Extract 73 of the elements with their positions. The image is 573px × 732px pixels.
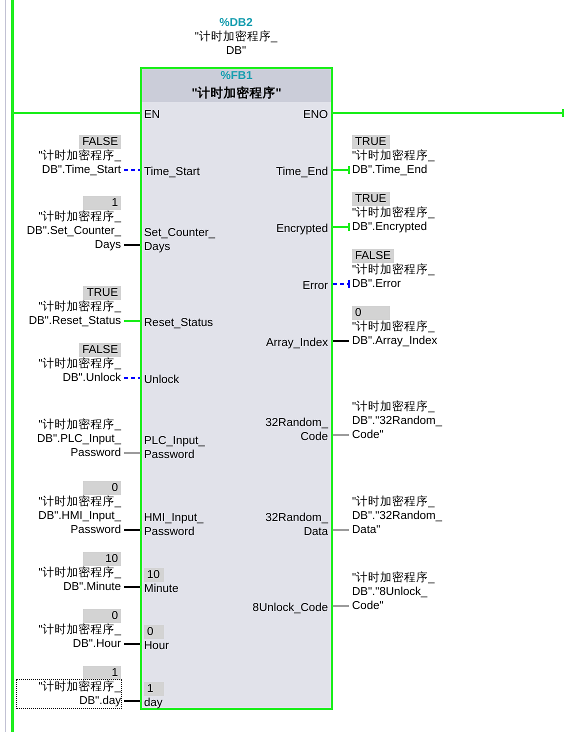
operand-label: "计时加密程序_DB".Encrypted: [352, 206, 436, 234]
default-value: 0: [144, 625, 164, 639]
connection-line: [333, 529, 349, 531]
operand-label: "计时加密程序_DB"."8Unlock_Code": [352, 571, 436, 613]
pin-label: Minute: [144, 582, 180, 596]
function-block: [140, 67, 333, 710]
connection-line: [124, 586, 140, 588]
connection-line: [124, 377, 140, 379]
pin-label: 32Random_Code: [244, 416, 328, 444]
operand-label: "计时加密程序_DB".HMI_Input_Password: [37, 495, 121, 537]
value-display: FALSE: [79, 343, 121, 357]
default-value: 10: [144, 568, 164, 582]
pin-label: Unlock: [144, 373, 228, 387]
value-display: 10: [83, 552, 121, 566]
connection-line: [333, 280, 350, 288]
pin-label: Time_End: [244, 165, 328, 179]
pin-label: Time_Start: [144, 165, 228, 179]
operand-label: "计时加密程序_DB".Set_Counter_Days: [26, 210, 121, 252]
operand-label: "计时加密程序_DB".Hour: [38, 623, 121, 651]
pin-label: PLC_Input_Password: [144, 434, 228, 462]
connection-line: [333, 340, 349, 342]
power-rail: [11, 0, 14, 732]
pin-label: day: [144, 696, 164, 710]
connection-line: [124, 700, 140, 702]
operand-label: "计时加密程序_DB".Unlock: [38, 357, 121, 385]
connection-line: [333, 605, 349, 607]
value-display: TRUE: [83, 286, 121, 300]
value-display: 0: [83, 609, 121, 623]
connection-line: [333, 166, 350, 174]
operand-label: "计时加密程序_DB".Reset_Status: [28, 300, 121, 328]
connection-line: [124, 320, 140, 322]
value-display: 0: [352, 306, 390, 320]
operand-label: "计时加密程序_DB"."32Random_Data": [352, 495, 444, 537]
default-value: 1: [144, 682, 164, 696]
pin-label: 8Unlock_Code: [244, 601, 328, 615]
connection-line: [124, 169, 140, 171]
operand-label: "计时加密程序_DB".Error: [352, 263, 436, 291]
connection-line: [124, 529, 140, 531]
pin-label: Set_Counter_Days: [144, 226, 228, 254]
value-display: TRUE: [352, 135, 390, 149]
connection-line: [333, 223, 350, 231]
operand-label: "计时加密程序_DB".day: [17, 680, 121, 708]
operand-label: "计时加密程序_DB".Time_Start: [38, 149, 121, 177]
connection-line: [14, 112, 140, 114]
value-display: 1: [83, 666, 121, 680]
operand-label: "计时加密程序_DB"."32Random_Code": [352, 400, 444, 442]
operand-label: "计时加密程序_DB".Time_End: [352, 149, 436, 177]
pin-label: Hour: [144, 639, 170, 653]
value-display: TRUE: [352, 192, 390, 206]
connection-line: [333, 434, 349, 436]
value-display: 1: [83, 196, 121, 210]
pin-label: Error: [244, 279, 328, 293]
instance-db-name: "计时加密程序_DB": [194, 30, 278, 58]
operand-label: "计时加密程序_DB".PLC_Input_Password: [36, 418, 121, 460]
connection-line: [124, 452, 140, 454]
connection-line: [333, 109, 564, 117]
pin-label: ENO: [244, 108, 328, 122]
pin-label: HMI_Input_Password: [144, 511, 228, 539]
pin-label: 32Random_Data: [244, 511, 328, 539]
pin-label: Encrypted: [244, 222, 328, 236]
value-display: FALSE: [79, 135, 121, 149]
connection-line: [124, 244, 140, 246]
value-display: FALSE: [352, 249, 394, 263]
pin-label: Array_Index: [244, 336, 328, 350]
value-display: 0: [83, 481, 121, 495]
block-number: %FB1: [220, 70, 254, 82]
operand-label: "计时加密程序_DB".Array_Index: [352, 320, 438, 348]
operand-label: "计时加密程序_DB".Minute: [38, 566, 121, 594]
pin-label: EN: [144, 108, 228, 122]
instance-db-number: %DB2: [218, 16, 254, 30]
pin-label: Reset_Status: [144, 316, 228, 330]
connection-line: [124, 643, 140, 645]
block-name: "计时加密程序": [190, 85, 282, 102]
